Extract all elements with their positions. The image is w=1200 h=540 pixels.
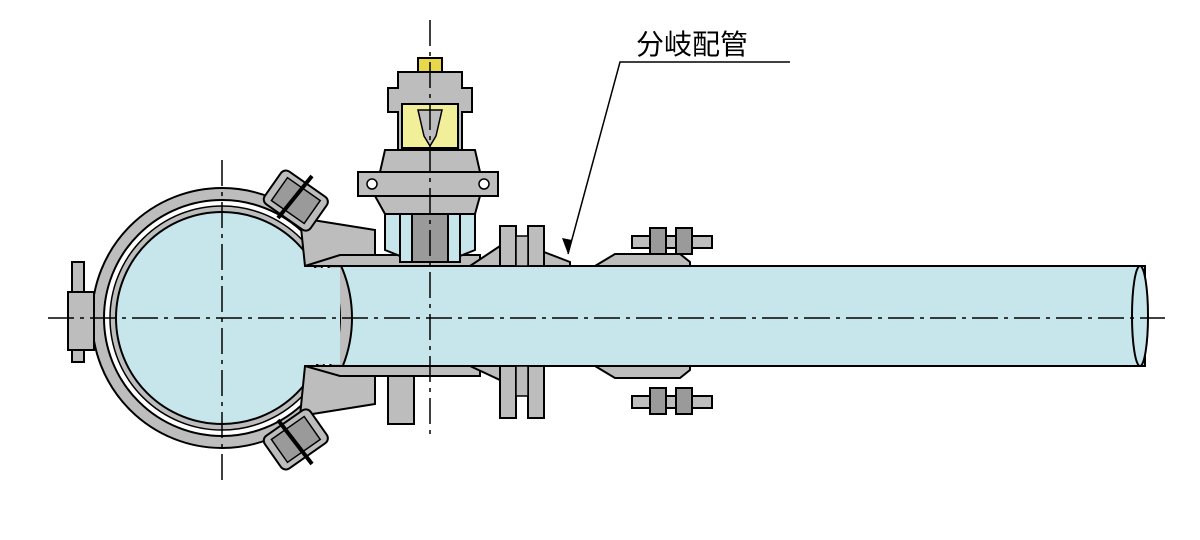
mid-flange — [466, 225, 571, 419]
pipe-coupling — [591, 227, 713, 415]
branch-pipe — [314, 265, 1149, 367]
lower-saddle-fitting — [262, 364, 481, 471]
upper-saddle-fitting — [262, 169, 481, 268]
centerlines — [48, 20, 1165, 480]
valve-assembly — [357, 57, 499, 263]
branch-pipe-annotation: 分岐配管 — [562, 28, 790, 255]
branch-pipe-label: 分岐配管 — [636, 28, 748, 61]
clamp-left-lug — [67, 261, 95, 363]
